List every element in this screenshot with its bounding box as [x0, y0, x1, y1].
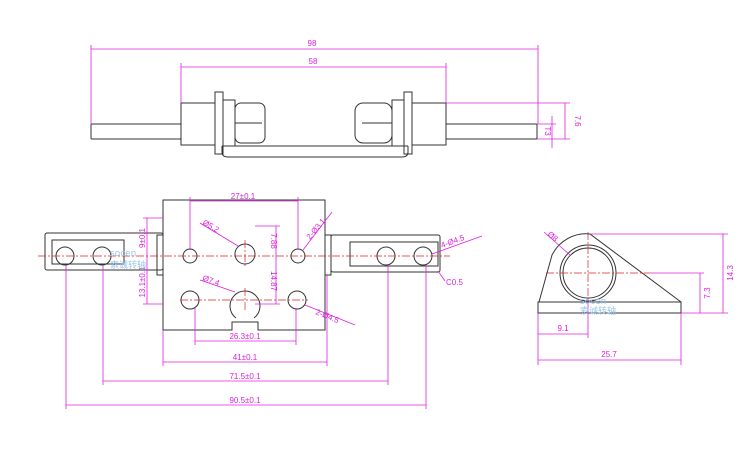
dim-plate-width: 41±0.1	[233, 353, 258, 362]
watermark-brand-cn: 索诚转轴	[110, 259, 146, 271]
dim-overall-length: 98	[308, 39, 317, 48]
watermark-brand-cn-side: 索诚转轴	[580, 305, 616, 317]
watermark-brand: socen	[110, 249, 136, 259]
dim-height: 7.6	[573, 115, 582, 127]
dim-shaft-span: 58	[309, 57, 318, 66]
dim-height: 14.3	[726, 265, 735, 281]
label-chamfer: C0.5	[446, 278, 463, 287]
dim-left-lower: 13.1±0.1	[138, 266, 147, 298]
dim-hole-pitch-top: 27±0.1	[231, 192, 256, 201]
label-small-holes-bottom: 2-Ø4.5	[314, 308, 341, 326]
dim-base-length: 25.7	[601, 350, 617, 359]
watermark-brand-side: socen	[580, 297, 606, 307]
dim-center-offset: 9.1	[557, 324, 569, 333]
label-bore: Ø8	[546, 230, 560, 244]
dim-outer-hole-span: 90.5±0.1	[229, 396, 261, 405]
label-big-hole-top: Ø5.2	[201, 218, 221, 235]
dim-tab-hole-span: 71.5±0.1	[229, 372, 261, 381]
dim-hole-pitch-bottom: 26.3±0.1	[229, 332, 261, 341]
front-view: 27±0.1 26.3±0.1 41±0.1 71.5±0.1 90.5±0.1…	[38, 192, 483, 409]
dim-left-upper: 9±0.1	[138, 227, 147, 248]
label-big-hole-bottom: Ø7.4	[201, 273, 221, 288]
dim-rod: T3	[543, 126, 552, 136]
label-small-holes-top: 2-Ø3.1	[305, 216, 328, 241]
dim-vertical-spacing: 14.87	[269, 271, 278, 292]
dim-center-height: 7.3	[703, 287, 712, 299]
top-view: 98 58 7.6 T3	[90, 39, 582, 158]
side-view: 14.3 7.3 9.1 25.7 Ø8 socen 索诚转轴	[537, 230, 735, 365]
dim-upper-offset: 7.88	[269, 233, 278, 249]
label-tab-holes: 4-Ø4.5	[440, 233, 467, 250]
